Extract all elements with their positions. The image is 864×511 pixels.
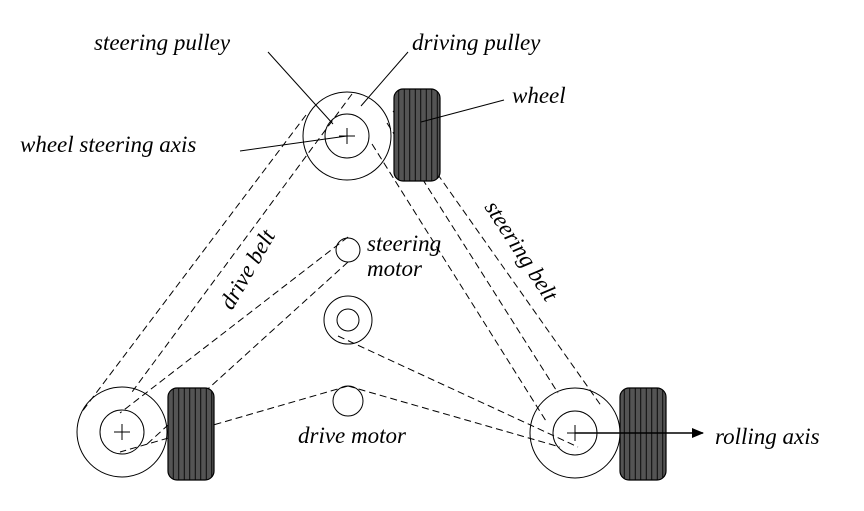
drive-motor-belt [119,385,561,453]
steering-motor [335,237,361,263]
leader-steering-pulley [267,51,334,125]
drive-motor [332,385,364,417]
label-wheel: wheel [512,83,566,108]
bottom-right-wheel-module [529,387,667,481]
steering-axis-cross-left [114,424,130,440]
steering-motor-pulley [335,237,361,263]
label-drive-belt: drive belt [215,225,281,314]
label-steering-motor-line1: steering [367,231,441,256]
leader-wheel [420,99,505,123]
leader-wheel-steering-axis [239,135,348,152]
steering-motor-belt [119,236,579,448]
center-pulley-inner [336,308,360,332]
center-idler [323,295,373,345]
steering-pulley-left [99,409,145,455]
label-drive-motor: drive motor [298,423,407,448]
label-steering-pulley: steering pulley [94,30,231,55]
driving-pulley-top [302,91,392,181]
top-wheel-module [302,88,441,182]
leader-driving-pulley [360,51,409,107]
wheel-left [167,387,215,481]
bottom-left-wheel-module [76,386,215,481]
driving-pulley-left [76,386,168,478]
label-wheel-steering-axis: wheel steering axis [20,132,196,157]
wheel-right [619,387,667,481]
steering-pulley-top [324,113,370,159]
wheel-top [393,88,441,182]
drive-motor-pulley [332,385,364,417]
drive-belt [80,93,353,414]
label-driving-pulley: driving pulley [412,30,541,55]
center-pulley-outer [323,295,373,345]
label-rolling-axis: rolling axis [715,424,820,449]
label-steering-motor-line2: motor [367,256,423,281]
